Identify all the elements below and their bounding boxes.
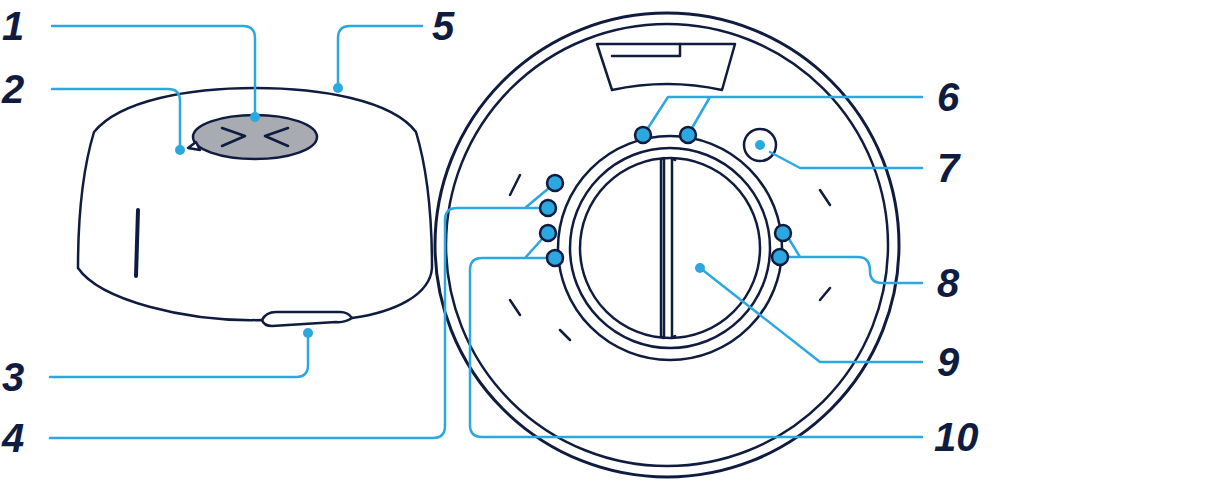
side-tab: [188, 142, 200, 150]
led-holes: [540, 127, 791, 266]
knob-inner: [580, 158, 760, 338]
callout-number: 6: [937, 77, 959, 117]
knob-split: [661, 158, 675, 338]
leader-lines: [50, 26, 922, 438]
reset-button: [744, 129, 776, 161]
housing-side-outline: [78, 88, 432, 326]
base-outer-ring: [435, 13, 899, 477]
callout-number: 7: [937, 148, 959, 188]
base-inner-ring: [446, 24, 888, 466]
base-notch-inner: [612, 44, 680, 56]
callout-number: 8: [937, 263, 959, 303]
base-clip-lines: [510, 175, 830, 340]
callout-number: 3: [2, 357, 24, 397]
callout-number: 4: [2, 418, 24, 458]
callout-number: 10: [934, 417, 979, 457]
button-mark: [222, 128, 288, 146]
knob-surround: [558, 136, 782, 360]
leader-dots: [175, 83, 765, 338]
callout-number: 1: [2, 6, 24, 46]
side-slot: [136, 210, 138, 276]
housing-base-edge: [262, 312, 352, 320]
callout-number: 2: [2, 69, 24, 109]
knob-outer: [570, 148, 770, 348]
base-notch: [597, 44, 735, 90]
callout-number: 9: [937, 342, 959, 382]
callout-number: 5: [432, 6, 454, 46]
